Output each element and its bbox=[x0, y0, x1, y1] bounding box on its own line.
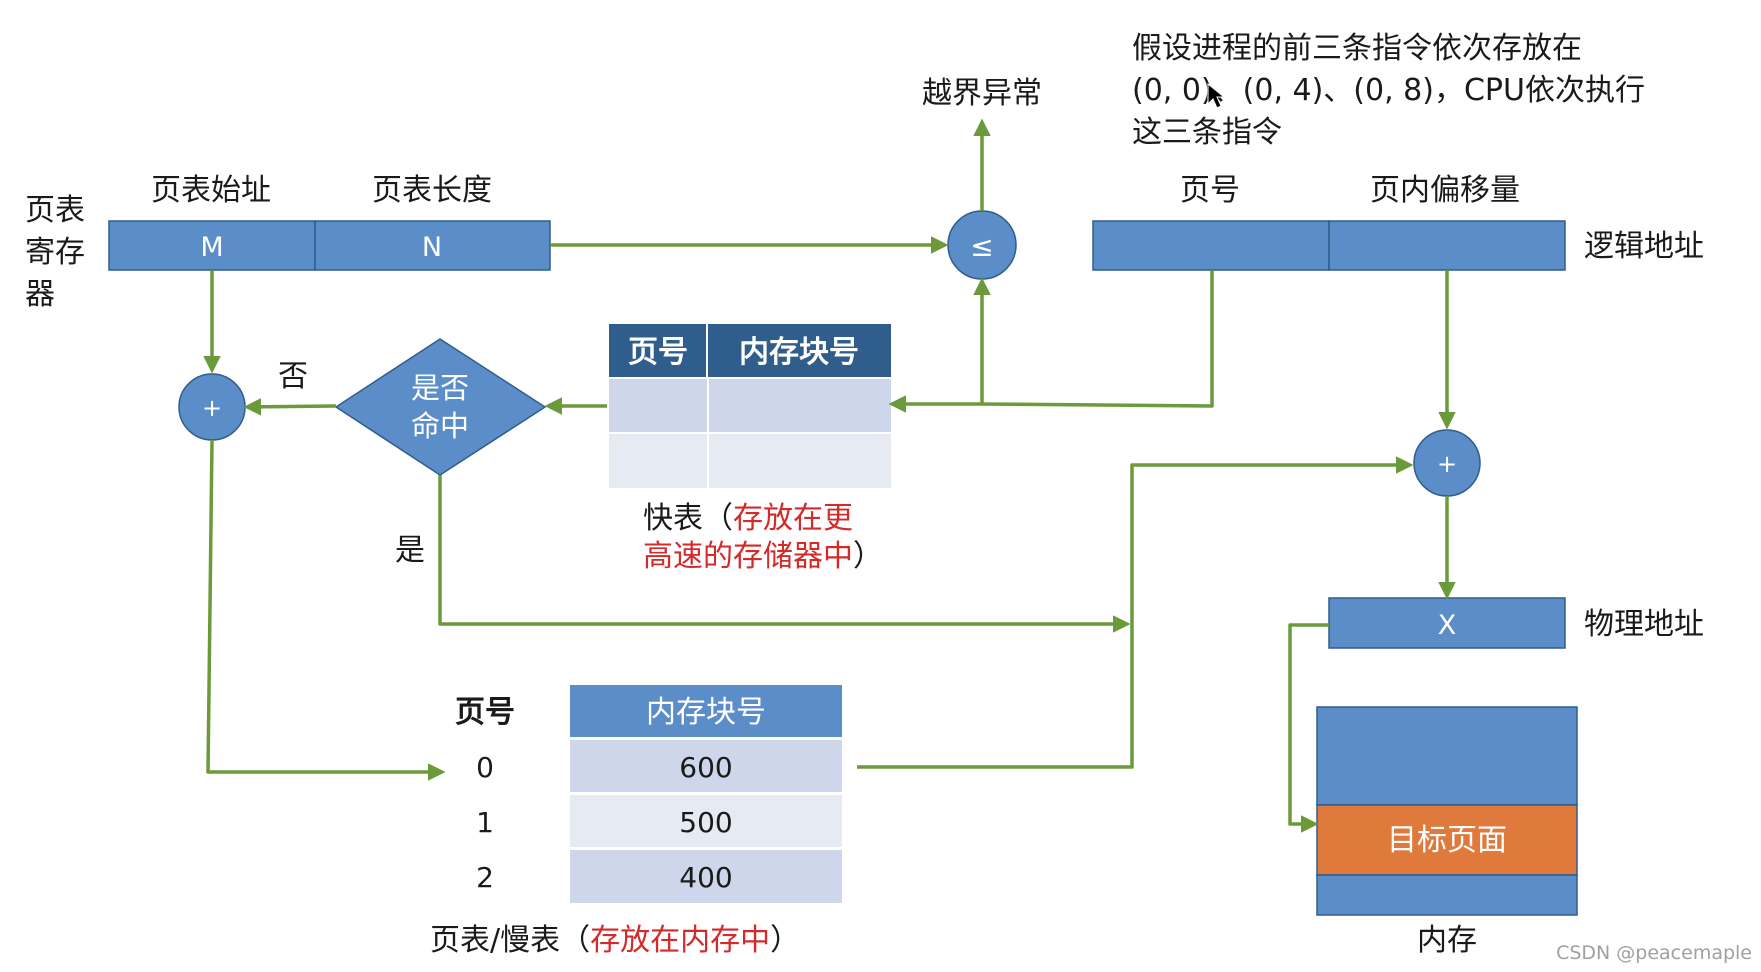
left-adder: + bbox=[178, 373, 246, 441]
tlb-caption-red-1: 存放在更 bbox=[733, 501, 853, 536]
left-adder-symbol: + bbox=[202, 394, 222, 422]
out-of-bounds-label: 越界异常 bbox=[922, 76, 1042, 111]
note-line-1: 假设进程的前三条指令依次存放在 bbox=[1132, 31, 1582, 66]
decision-text-line-2: 命中 bbox=[411, 409, 469, 443]
tlb-row-1-page bbox=[609, 379, 707, 432]
table-length-value: N bbox=[422, 232, 442, 263]
table-start-value: M bbox=[200, 232, 223, 263]
page-table-caption-red: 存放在内存中 bbox=[590, 923, 770, 958]
page-table-row-1-block: 600 bbox=[679, 751, 732, 784]
page-offset-cell bbox=[1328, 220, 1566, 271]
register-label-line-1: 页表 bbox=[25, 193, 85, 228]
page-table-row-3-page: 2 bbox=[476, 861, 494, 894]
tlb-header-page-cell bbox=[609, 324, 707, 377]
page-table-caption-suffix: ） bbox=[770, 923, 800, 958]
table-start-cell bbox=[108, 220, 316, 271]
page-table-row-2-block: 500 bbox=[679, 806, 732, 839]
memory-bottom-region bbox=[1316, 874, 1578, 916]
table-start-label: 页表始址 bbox=[151, 173, 271, 208]
target-page-region bbox=[1316, 804, 1578, 876]
tlb-header-block-cell bbox=[707, 324, 891, 377]
memory-label: 内存 bbox=[1417, 923, 1477, 958]
memory-block: 目标页面 内存 bbox=[1316, 706, 1578, 958]
right-adder-symbol: + bbox=[1437, 450, 1457, 478]
hit-decision: 是否 命中 否 是 bbox=[278, 338, 547, 568]
arrow-decision-yes bbox=[438, 475, 1131, 633]
note-line-3: 这三条指令 bbox=[1132, 115, 1282, 150]
physical-address-value: X bbox=[1438, 610, 1457, 641]
table-length-label: 页表长度 bbox=[372, 173, 492, 208]
tlb-row-2-page bbox=[609, 434, 707, 488]
logical-address: 页号 页内偏移量 逻辑地址 bbox=[1092, 173, 1704, 271]
tlb-caption-line-2: 高速的存储器中） bbox=[643, 539, 883, 574]
tlb-row-1-block bbox=[709, 379, 891, 432]
page-offset-label: 页内偏移量 bbox=[1370, 173, 1520, 208]
page-number-cell bbox=[1092, 220, 1330, 271]
logical-address-label: 逻辑地址 bbox=[1584, 229, 1704, 264]
page-table-caption-prefix: 页表/慢表（ bbox=[430, 923, 590, 958]
tlb-table: 页号 内存块号 快表（存放在更 高速的存储器中） bbox=[609, 324, 891, 574]
physical-address-label: 物理地址 bbox=[1584, 607, 1704, 642]
page-table: 页号 内存块号 0 600 1 500 2 400 页表/慢表（存放在内存中） bbox=[430, 685, 842, 958]
decision-text-line-1: 是否 bbox=[411, 371, 469, 405]
tlb-header-block: 内存块号 bbox=[739, 335, 859, 370]
compare-node: ≤ 越界异常 bbox=[922, 76, 1042, 280]
watermark: CSDN @peacemaple bbox=[1556, 942, 1752, 964]
decision-no-label: 否 bbox=[278, 359, 308, 394]
page-table-register: 页表 寄存 器 页表始址 页表长度 M N bbox=[25, 173, 551, 312]
right-adder: + bbox=[1413, 429, 1481, 497]
page-table-header-block: 内存块号 bbox=[646, 695, 766, 730]
mouse-cursor-icon bbox=[1207, 82, 1226, 109]
page-number-label: 页号 bbox=[1180, 173, 1240, 208]
register-label-line-2: 寄存 bbox=[25, 235, 85, 270]
decision-yes-label: 是 bbox=[395, 533, 425, 568]
page-table-row-3-cell bbox=[570, 850, 842, 903]
page-table-header-block-cell bbox=[570, 685, 842, 737]
page-table-header-page: 页号 bbox=[455, 695, 515, 730]
tlb-caption-suffix: ） bbox=[853, 539, 883, 574]
tlb-caption-red-2: 高速的存储器中 bbox=[643, 539, 853, 574]
memory-top-region bbox=[1316, 706, 1578, 806]
arrow-decision-no bbox=[243, 398, 337, 416]
arrow-adder-to-page-table bbox=[206, 439, 446, 781]
compare-symbol: ≤ bbox=[970, 230, 993, 263]
arrows bbox=[203, 118, 1456, 833]
arrow-page-to-compare bbox=[973, 270, 1214, 408]
register-label-line-3: 器 bbox=[25, 277, 55, 312]
instruction-note: 假设进程的前三条指令依次存放在 (0, 0)、(0, 4)、(0, 8)，CPU… bbox=[1132, 31, 1645, 150]
page-table-row-1-page: 0 bbox=[476, 751, 494, 784]
tlb-caption-line-1: 快表（存放在更 bbox=[643, 501, 853, 536]
page-table-row-2-cell bbox=[570, 795, 842, 847]
page-table-caption: 页表/慢表（存放在内存中） bbox=[430, 923, 800, 958]
tlb-header-page: 页号 bbox=[628, 335, 688, 370]
target-page-label: 目标页面 bbox=[1387, 823, 1507, 858]
arrow-physical-to-target bbox=[1288, 623, 1329, 833]
page-table-row-1-cell bbox=[570, 740, 842, 792]
tlb-row-2-block bbox=[709, 434, 891, 488]
tlb-caption-prefix: 快表（ bbox=[643, 501, 733, 536]
physical-address: X 物理地址 bbox=[1328, 597, 1704, 649]
page-table-row-3-block: 400 bbox=[679, 861, 732, 894]
arrow-block-to-adder bbox=[857, 456, 1414, 769]
page-table-row-2-page: 1 bbox=[476, 806, 494, 839]
decision-diamond bbox=[334, 338, 547, 476]
